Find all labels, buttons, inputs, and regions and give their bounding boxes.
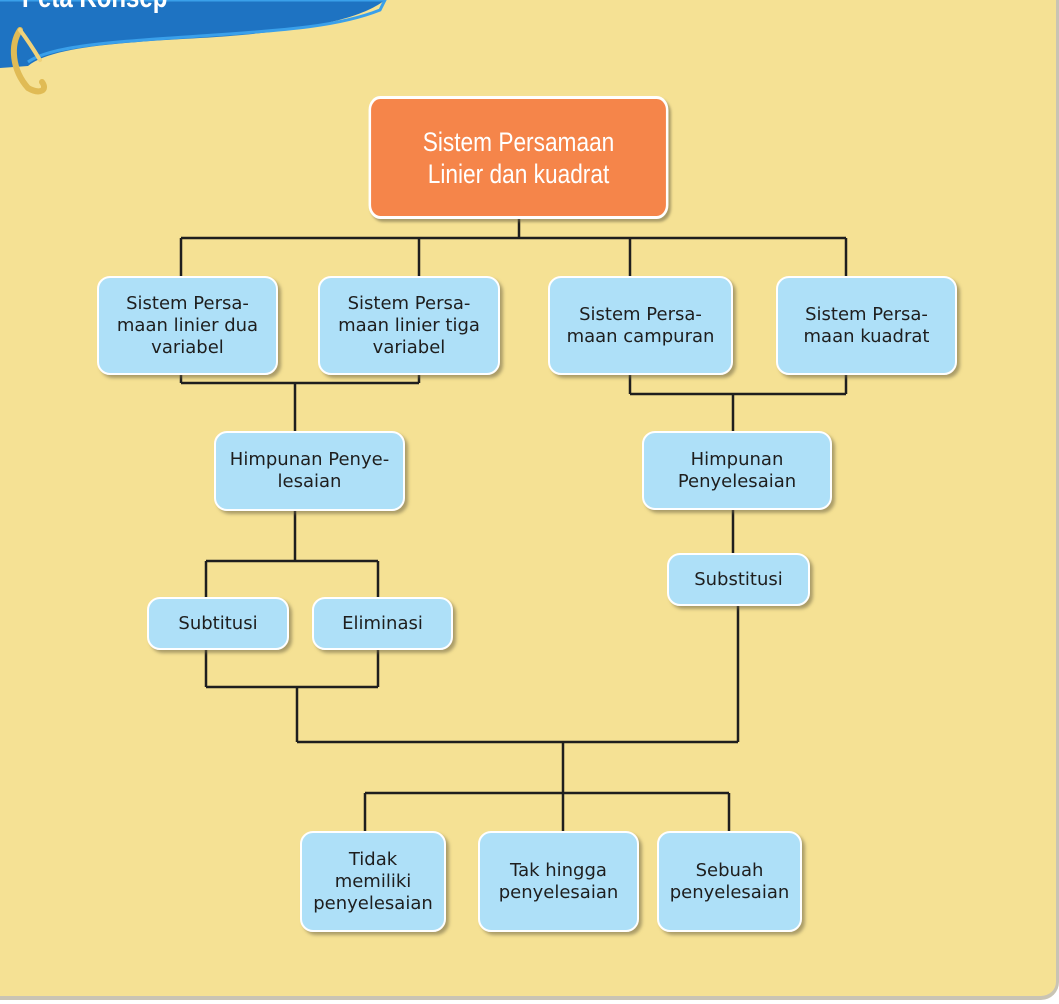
- node-eliminasi: Eliminasi: [312, 597, 453, 650]
- node-subtitusi: Subtitusi: [147, 597, 289, 650]
- node-tak-hingga: Tak hingga penyelesaian: [478, 831, 639, 932]
- node-root: Sistem Persamaan Linier dan kuadrat: [368, 96, 669, 219]
- node-hp-left: Himpunan Penye- lesaian: [214, 431, 405, 511]
- node-substitusi: Substitusi: [667, 553, 810, 606]
- banner-title: Peta Konsep: [22, 0, 167, 15]
- node-tidak: Tidak memiliki penyelesaian: [300, 831, 446, 932]
- banner-ribbon: [0, 0, 387, 95]
- node-spltv: Sistem Persa- maan linier tiga variabel: [318, 276, 500, 375]
- node-kuadrat: Sistem Persa- maan kuadrat: [776, 276, 957, 375]
- node-sebuah: Sebuah penyelesaian: [657, 831, 802, 932]
- node-spldv: Sistem Persa- maan linier dua variabel: [97, 276, 278, 375]
- node-campuran: Sistem Persa- maan campuran: [548, 276, 733, 375]
- node-hp-right: Himpunan Penyelesaian: [642, 431, 832, 510]
